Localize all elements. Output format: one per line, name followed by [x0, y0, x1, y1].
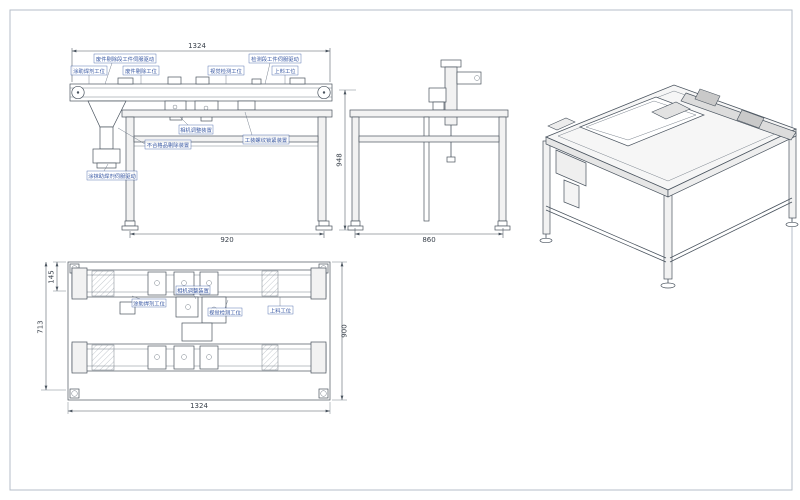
label-station-flux: 涂助焊剂工位	[70, 65, 108, 84]
front-view: 1324	[69, 42, 333, 244]
plan-conveyor-bottom	[71, 341, 327, 374]
label-text-station-reject: 废件剔除工位	[125, 67, 157, 75]
front-right-leg	[317, 116, 327, 222]
iso-left-leg	[542, 140, 551, 235]
label-plan-station-flux: 涂助焊剂工位	[131, 295, 167, 307]
front-left-leg	[125, 116, 135, 222]
label-text-plan-station-vision: 视觉检测工位	[209, 308, 241, 316]
label-text-servo-reject-section: 废件剔除段工件伺服驱动	[96, 55, 154, 63]
sheet-border	[9, 9, 793, 491]
label-plan-camera-adjust: 相机调整装置	[175, 285, 211, 300]
label-text-camera-adjust: 相机调整装置	[180, 126, 212, 134]
dim-plan-conveyor-span: 713	[37, 262, 66, 391]
iso-carriage	[736, 109, 765, 129]
leveling-foot	[539, 237, 553, 244]
leveling-foot	[315, 225, 333, 231]
dim-text-plan-depth: 900	[341, 324, 349, 337]
label-text-servo-inspect-section: 检测段工件伺服驱动	[251, 55, 299, 63]
label-text-station-load: 上料工位	[274, 67, 296, 75]
iso-front-leg	[663, 194, 673, 280]
dim-plan-overall-width: 1324	[67, 402, 331, 414]
label-station-vision: 视觉检测工位	[207, 65, 245, 84]
label-servo-inspect-section: 检测段工件伺服驱动	[248, 53, 302, 85]
front-table-frame	[121, 109, 333, 231]
nozzle	[446, 156, 456, 163]
dim-text-front-foot-span: 920	[220, 236, 233, 244]
label-camera-adjust: 相机调整装置	[178, 116, 214, 135]
label-station-reject: 废件剔除工位	[122, 65, 160, 84]
label-text-plan-station-load: 上料工位	[270, 306, 292, 314]
leveling-foot	[347, 225, 364, 231]
dim-overall-height: 948	[336, 89, 356, 231]
label-station-load: 上料工位	[271, 65, 299, 84]
iso-reject-chute	[555, 149, 587, 187]
dim-plan-depth: 900	[332, 261, 349, 401]
dim-text-plan-conveyor-span: 713	[37, 320, 45, 333]
dim-front-overall-width: 1324	[71, 42, 331, 82]
label-plan-station-load: 上料工位	[267, 297, 294, 314]
side-view: 860	[347, 59, 511, 244]
iso-right-leg	[788, 132, 797, 219]
leveling-foot	[121, 225, 139, 231]
dim-text-overall-height: 948	[336, 153, 344, 166]
label-text-station-vision: 视觉检测工位	[210, 67, 242, 75]
iso-gantry-motor	[694, 88, 721, 107]
arm-motor	[456, 71, 482, 85]
dim-text-side-foot-span: 860	[422, 236, 435, 244]
label-servo-reject-section: 废件剔除段工件伺服驱动	[93, 53, 157, 85]
dim-side-foot-span: 860	[354, 228, 504, 244]
label-text-servo-flux: 涂抹助焊剂伺服驱动	[88, 172, 136, 180]
plan-view: 相机调整装置 涂助焊剂工位 视觉检测工位 上料工位 145 713	[37, 261, 349, 414]
label-text-station-flux: 涂助焊剂工位	[73, 67, 105, 75]
dim-front-foot-span: 920	[129, 231, 325, 244]
label-text-defect-removal: 不合格品剔除装置	[147, 141, 189, 149]
side-table-frame	[347, 109, 511, 231]
label-plan-station-vision: 视觉检测工位	[207, 299, 243, 316]
reject-chute	[87, 100, 127, 169]
label-servo-flux: 涂抹助焊剂伺服驱动	[86, 163, 138, 181]
dim-text-plan-edge-offset: 145	[48, 270, 56, 283]
plan-conveyor-top	[71, 267, 327, 300]
label-text-fixture-lock: 工装螺纹锁紧装置	[245, 136, 287, 144]
label-defect-removal: 不合格品剔除装置	[117, 127, 192, 150]
label-fixture-lock: 工装螺纹锁紧装置	[242, 111, 290, 145]
label-text-plan-camera-adjust: 相机调整装置	[177, 286, 209, 294]
isometric-view	[539, 84, 799, 289]
leveling-foot	[494, 225, 511, 231]
label-text-plan-station-flux: 涂助焊剂工位	[133, 299, 165, 307]
leveling-foot	[785, 221, 799, 228]
dim-text-front-overall-width: 1324	[188, 42, 206, 50]
dim-text-plan-overall-width: 1324	[190, 402, 208, 410]
dim-plan-edge-offset: 145	[48, 261, 66, 292]
lock-unit	[237, 100, 256, 111]
leveling-foot	[660, 282, 676, 289]
